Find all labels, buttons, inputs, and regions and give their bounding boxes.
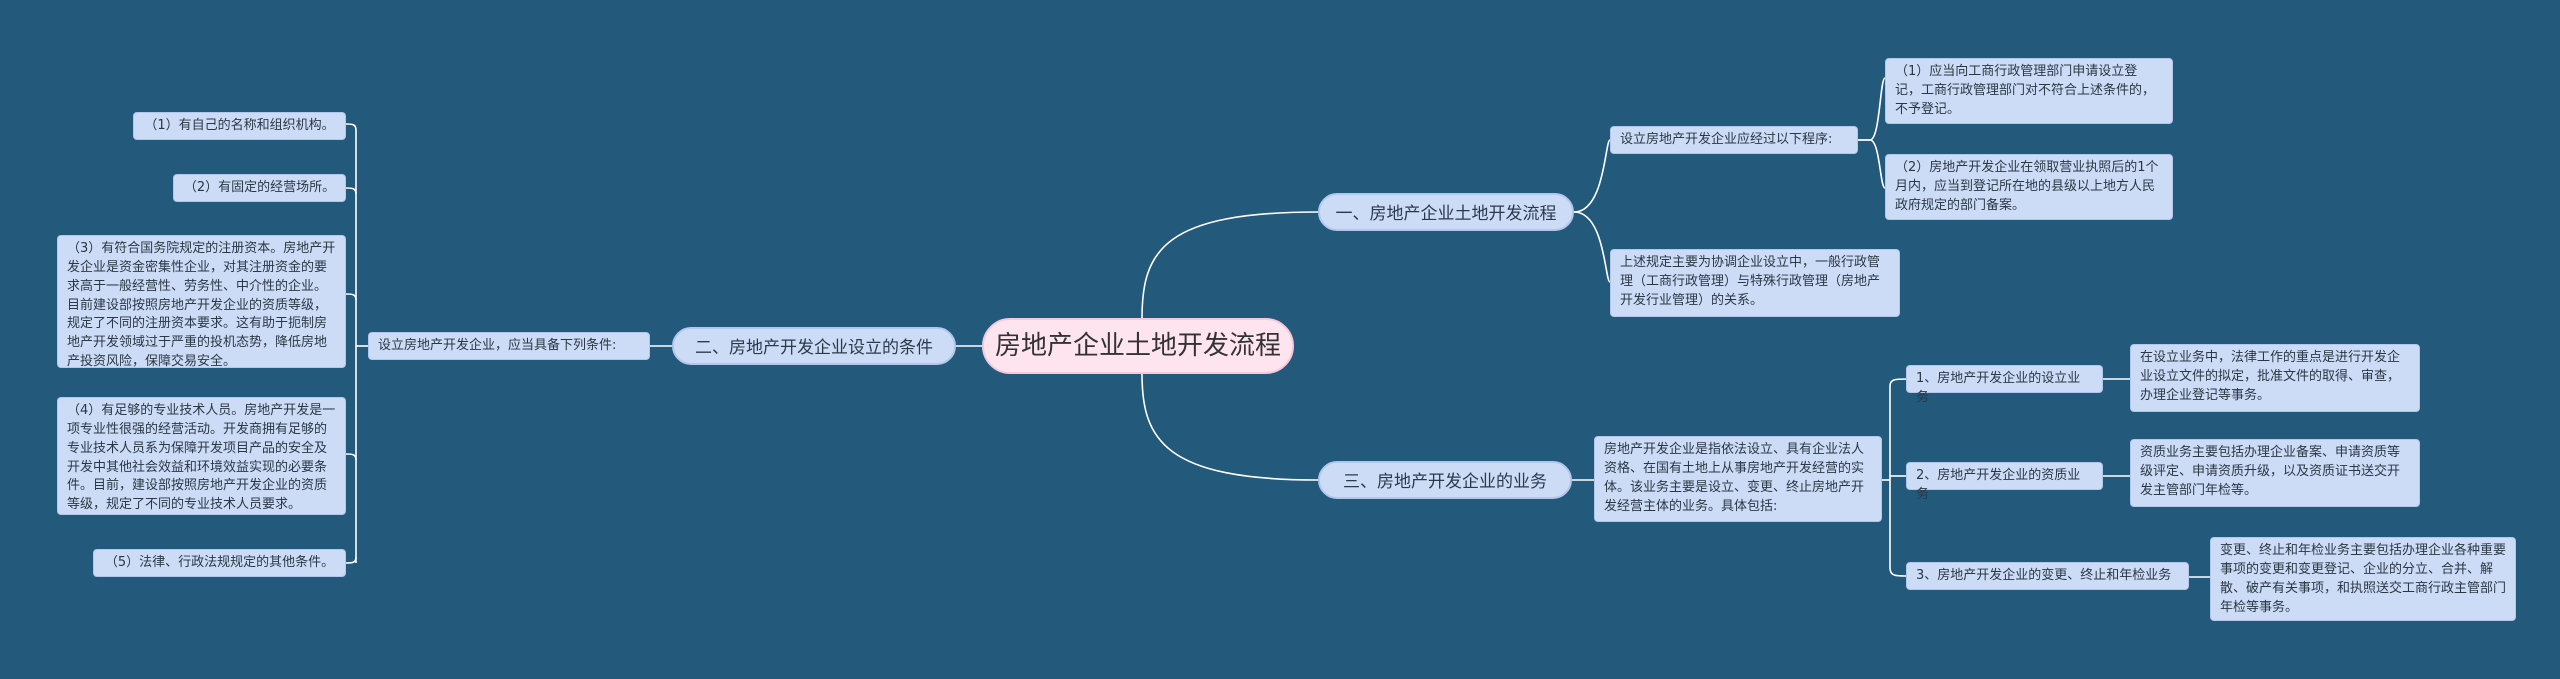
business-qualification[interactable]: 2、房地产开发企业的资质业务 (1906, 462, 2103, 502)
condition-1[interactable]: （1）有自己的名称和组织机构。 (133, 112, 346, 140)
condition-2[interactable]: （2）有固定的经营场所。 (173, 174, 346, 202)
branch-establishment-conditions[interactable]: 二、房地产开发企业设立的条件 (672, 327, 956, 365)
procedure-step-2[interactable]: （2）房地产开发企业在领取营业执照后的1个月内，应当到登记所在地的县级以上地方人… (1885, 154, 2173, 220)
business-intro[interactable]: 房地产开发企业是指依法设立、具有企业法人资格、在国有土地上从事房地产开发经营的实… (1594, 436, 1882, 522)
condition-4[interactable]: （4）有足够的专业技术人员。房地产开发是一项专业性很强的经营活动。开发商拥有足够… (57, 397, 346, 515)
business-establishment-desc[interactable]: 在设立业务中，法律工作的重点是进行开发企业设立文件的拟定，批准文件的取得、审查，… (2130, 344, 2420, 412)
procedure-note[interactable]: 上述规定主要为协调企业设立中，一般行政管理（工商行政管理）与特殊行政管理（房地产… (1610, 249, 1900, 317)
business-establishment[interactable]: 1、房地产开发企业的设立业务 (1906, 365, 2103, 405)
branch-enterprise-business[interactable]: 三、房地产开发企业的业务 (1318, 461, 1572, 499)
business-change-termination[interactable]: 3、房地产开发企业的变更、终止和年检业务 (1906, 562, 2189, 590)
business-change-termination-desc[interactable]: 变更、终止和年检业务主要包括办理企业各种重要事项的变更和变更登记、企业的分立、合… (2210, 537, 2516, 621)
procedure-label[interactable]: 设立房地产开发企业应经过以下程序: (1610, 126, 1858, 154)
root-node[interactable]: 房地产企业土地开发流程 (982, 318, 1294, 374)
condition-5[interactable]: （5）法律、行政法规规定的其他条件。 (93, 549, 346, 577)
branch-land-development-process[interactable]: 一、房地产企业土地开发流程 (1318, 193, 1574, 231)
procedure-step-1[interactable]: （1）应当向工商行政管理部门申请设立登记，工商行政管理部门对不符合上述条件的，不… (1885, 58, 2173, 124)
conditions-label[interactable]: 设立房地产开发企业，应当具备下列条件: (368, 332, 650, 360)
condition-3[interactable]: （3）有符合国务院规定的注册资本。房地产开发企业是资金密集性企业，对其注册资金的… (57, 235, 346, 369)
business-qualification-desc[interactable]: 资质业务主要包括办理企业备案、申请资质等级评定、申请资质升级，以及资质证书送交开… (2130, 439, 2420, 507)
